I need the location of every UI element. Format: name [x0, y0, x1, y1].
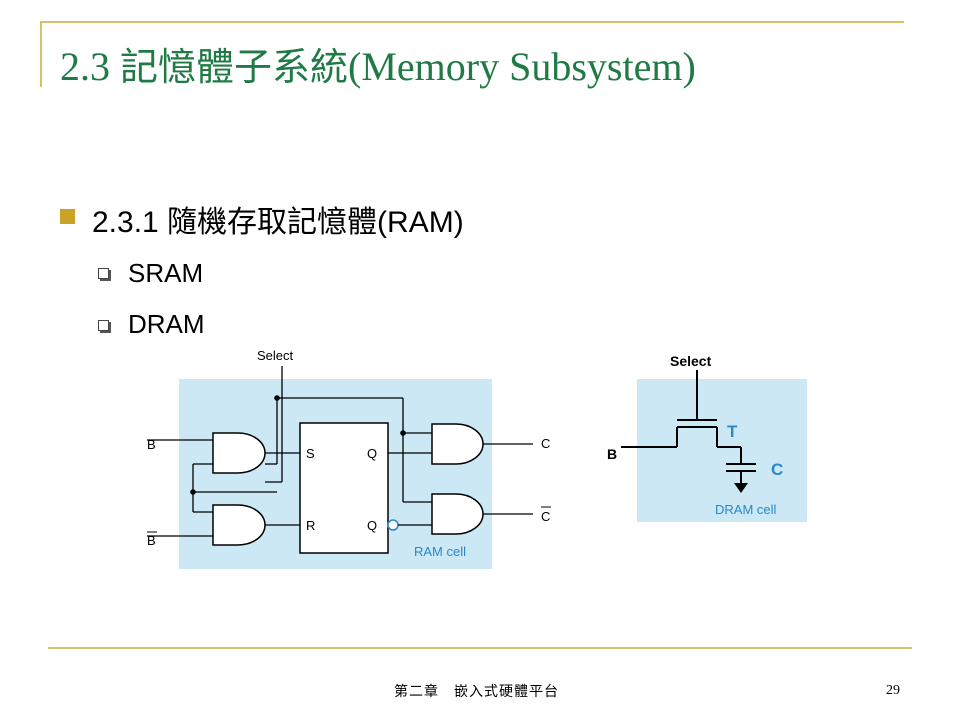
dram-b-label: B [607, 446, 617, 462]
sub-bullet-box-icon [98, 320, 109, 331]
dram-t-label: T [727, 422, 738, 441]
slide-title: 2.3 記憶體子系統(Memory Subsystem) [60, 36, 696, 91]
page-number: 29 [886, 683, 900, 698]
ram-b-label: B [147, 437, 156, 452]
sr-latch-block [299, 422, 389, 554]
dram-c-label: C [771, 460, 783, 479]
title-frame-left-rule [40, 21, 42, 87]
latch-r-label: R [306, 518, 315, 533]
ram-cell-diagram: Select B B S R Q Q C C RAM cell [147, 348, 551, 569]
latch-q-label: Q [367, 446, 377, 461]
dram-cell-background [637, 379, 807, 522]
dram-cell-caption: DRAM cell [715, 502, 777, 517]
footer-chapter-text: 第二章 嵌入式硬體平台 [394, 684, 559, 700]
latch-q-bar-label: Q [367, 518, 377, 533]
slide-title-chinese: 記憶體子系統 [120, 45, 349, 89]
and-gate-top-left [212, 432, 266, 474]
and-gate-bottom-right [431, 493, 484, 535]
ram-c-bar-label: C [541, 509, 550, 524]
latch-s-label: S [306, 446, 315, 461]
slide-title-english: (Memory Subsystem) [348, 44, 696, 89]
and-gate-bottom-left [212, 504, 266, 546]
sub-bullet-box-icon [98, 268, 109, 279]
inverter-bubble [387, 519, 399, 531]
footer-rule [48, 647, 912, 649]
ram-b-bar-label: B [147, 533, 156, 548]
title-frame-top-rule [40, 21, 904, 23]
bullet-heading: 2.3.1 隨機存取記憶體(RAM) [92, 206, 464, 239]
ram-c-label: C [541, 436, 550, 451]
sub-item-dram: DRAM [128, 309, 205, 339]
dram-cell-diagram: Select B T C DRAM cell [607, 353, 807, 522]
bullet-square-icon [60, 209, 75, 224]
dram-select-label: Select [670, 353, 712, 369]
ram-select-label: Select [257, 348, 294, 363]
ram-cell-caption: RAM cell [414, 544, 466, 559]
sub-item-sram: SRAM [128, 258, 204, 288]
ground-icon [734, 483, 748, 493]
slide-title-number: 2.3 [60, 44, 120, 89]
and-gate-top-right [431, 423, 484, 465]
